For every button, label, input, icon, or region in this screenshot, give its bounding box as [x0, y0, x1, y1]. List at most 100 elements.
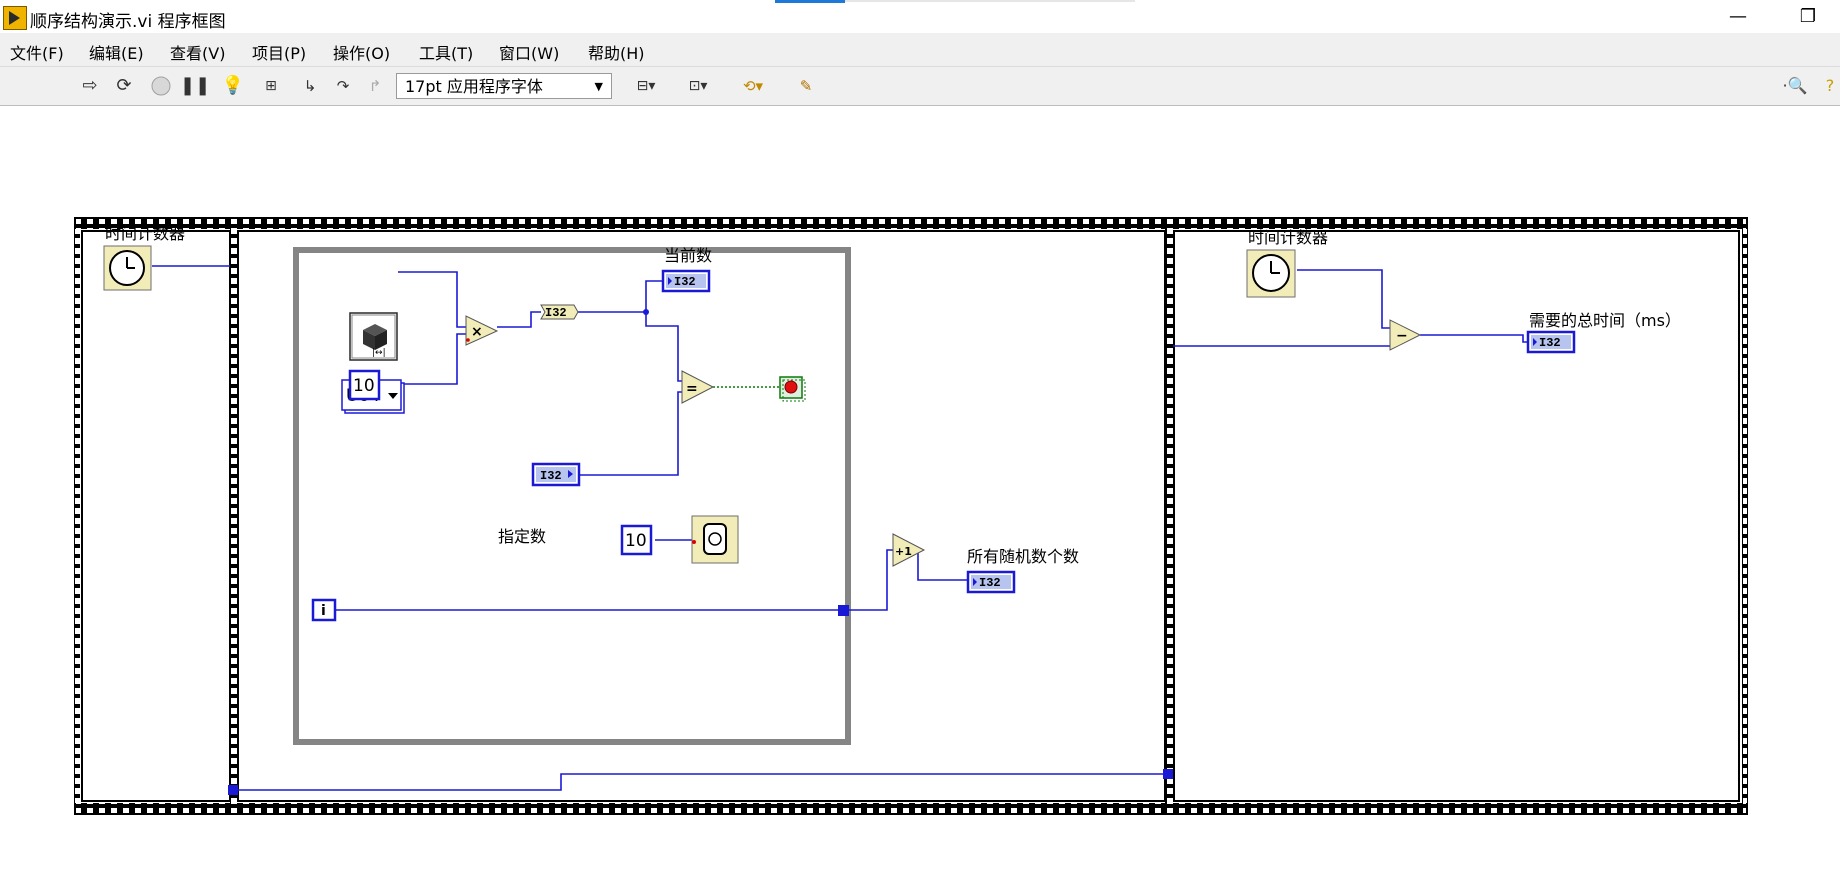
labview-app-icon: [3, 6, 27, 30]
wire-random: [398, 271, 466, 328]
subtract-triangle: [1389, 319, 1422, 351]
increment-glyph: +1: [895, 545, 912, 558]
pause-icon[interactable]: ❚❚: [180, 75, 211, 96]
multiplier-constant[interactable]: 10: [348, 369, 381, 401]
wait-constant[interactable]: 10: [620, 524, 653, 556]
align-objects-icon[interactable]: ⊟▾: [636, 78, 656, 94]
chevron-down-icon: ▼: [594, 80, 603, 93]
run-continuously-icon[interactable]: ⟳: [116, 75, 132, 96]
increment-node[interactable]: +1: [892, 533, 926, 567]
reorder-icon[interactable]: ⟲▾: [742, 77, 764, 95]
step-into-icon[interactable]: ↳: [303, 77, 317, 95]
chevron-down-icon: [388, 393, 398, 399]
random-number-node[interactable]: |↔|: [349, 312, 398, 361]
wait-ms-node[interactable]: [691, 515, 739, 564]
clean-up-diagram-icon[interactable]: ✎: [799, 77, 813, 95]
wire-const-10: [380, 333, 466, 385]
frame1-tick-count-node[interactable]: [103, 245, 152, 291]
title-accent-secondary: [845, 0, 1135, 2]
highlight-execution-icon[interactable]: 💡: [221, 75, 245, 96]
count-indicator-type: I32: [979, 576, 1001, 590]
multiply-triangle: [465, 315, 499, 346]
frame3-tick-count-node[interactable]: [1246, 249, 1296, 298]
sequence-film-left: [75, 229, 80, 803]
count-indicator-fill: [971, 575, 1011, 589]
abort-icon[interactable]: [148, 74, 174, 98]
loop-stop-terminal[interactable]: [779, 376, 806, 402]
sequence-film-top: [75, 218, 1747, 229]
menu-edit[interactable]: 编辑(E): [89, 44, 144, 63]
to-i32-glyph: I32: [545, 306, 567, 320]
current-number-label: 当前数: [664, 246, 712, 265]
run-icon[interactable]: ⇨: [82, 75, 98, 96]
sequence-outline: [74, 217, 1748, 815]
wire-multiply-out: [497, 311, 541, 328]
dice-side-2: [375, 330, 387, 350]
subtract-node[interactable]: −: [1389, 319, 1422, 351]
wait-constant-box: [620, 524, 653, 556]
step-over-icon[interactable]: ↷: [336, 77, 350, 95]
stop-icon: [784, 380, 798, 394]
step-out-icon[interactable]: ↱: [368, 77, 382, 95]
stop-terminal-shadow: [782, 379, 806, 402]
target-control-type: I32: [540, 469, 562, 483]
sequence-film-right: [1742, 229, 1747, 803]
sequence-frame-3[interactable]: [1173, 230, 1740, 802]
distribute-objects-icon[interactable]: ⊡▾: [688, 78, 708, 94]
minimize-button[interactable]: —: [1729, 6, 1747, 27]
count-indicator[interactable]: I32: [966, 570, 1016, 594]
sequence-tunnel-frame1[interactable]: [228, 785, 238, 795]
multiply-glyph: ×: [471, 324, 483, 340]
wire-to-current: [645, 280, 663, 312]
restore-button[interactable]: ❐: [1799, 6, 1817, 27]
menu-view[interactable]: 查看(V): [170, 44, 226, 63]
wait-constant-value: 10: [625, 531, 647, 551]
indicator-arrow-icon: [1533, 338, 1537, 346]
multiply-node[interactable]: ×: [465, 315, 499, 346]
multiplier-constant-box: [348, 369, 381, 401]
equal-glyph: =: [686, 381, 698, 397]
menu-file[interactable]: 文件(F): [10, 44, 64, 63]
current-number-indicator[interactable]: I32: [661, 269, 711, 293]
to-i32-node[interactable]: I32: [540, 304, 579, 320]
sequence-film-bottom: [75, 803, 1747, 814]
equal-triangle: [681, 370, 715, 404]
loop-output-tunnel[interactable]: [838, 605, 849, 616]
wire-subtract-out: [1420, 334, 1530, 343]
iteration-terminal[interactable]: i: [311, 598, 337, 622]
random-range-glyph: |↔|: [372, 348, 386, 358]
while-loop[interactable]: [293, 247, 851, 745]
sequence-frame-1[interactable]: [81, 230, 231, 802]
help-icon[interactable]: ?: [1825, 76, 1835, 95]
dice-side-1: [363, 330, 375, 350]
to-i32-body: [540, 304, 579, 320]
target-number-control[interactable]: I32: [531, 462, 581, 487]
menu-project[interactable]: 项目(P): [252, 44, 307, 63]
menu-operate[interactable]: 操作(O): [333, 44, 391, 63]
current-indicator-fill: [666, 274, 706, 288]
total-time-indicator[interactable]: I32: [1526, 330, 1576, 354]
flat-sequence-structure[interactable]: [74, 217, 1748, 815]
control-arrow-icon: [568, 470, 573, 478]
indicator-arrow-icon: [668, 277, 672, 285]
menu-help[interactable]: 帮助(H): [588, 44, 645, 63]
wire-frame3-timer: [1297, 269, 1392, 329]
font-select[interactable]: 17pt 应用程序字体 ▼: [396, 73, 612, 99]
menu-tools[interactable]: 工具(T): [419, 44, 474, 63]
block-diagram-canvas[interactable]: 时间计数器 |↔| U64 10 × I32 当前数: [0, 106, 1840, 877]
equal-node[interactable]: =: [681, 370, 715, 404]
search-icon[interactable]: ·🔍: [1782, 76, 1808, 95]
retain-wire-values-icon[interactable]: ⊞: [265, 78, 277, 94]
target-control-fill: [536, 467, 576, 482]
wire-tunnel-to-increment: [848, 549, 893, 611]
total-indicator-type: I32: [1539, 336, 1561, 350]
wire-junction: [643, 309, 649, 315]
menu-window[interactable]: 窗口(W): [499, 44, 560, 63]
wire-target-to-equal: [578, 391, 682, 476]
sequence-tunnel-frame2[interactable]: [1163, 769, 1173, 779]
wire-group: [152, 265, 1530, 791]
coercion-dot: [466, 338, 470, 342]
count-label: 所有随机数个数: [967, 547, 1079, 566]
title-bar: 顺序结构演示.vi 程序框图 — ❐: [0, 0, 1840, 33]
iteration-terminal-box: [311, 598, 337, 622]
